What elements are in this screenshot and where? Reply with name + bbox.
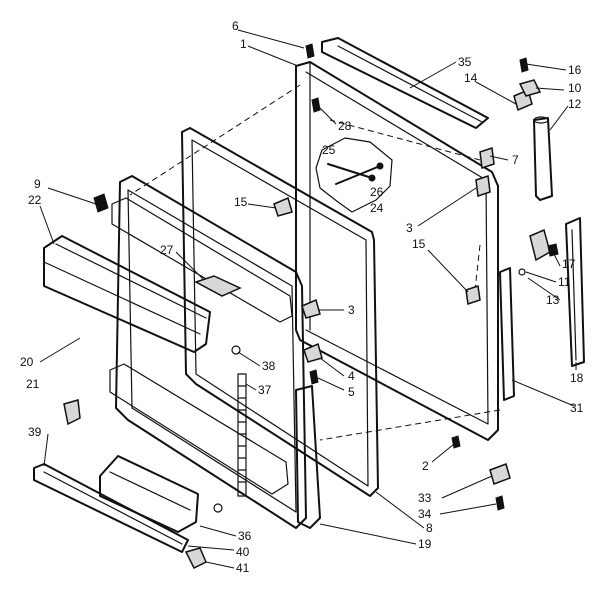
assembly-axis-lines	[129, 84, 501, 441]
callout-3a: 3	[406, 221, 413, 235]
callout-3b: 3	[348, 303, 355, 317]
callout-13: 13	[546, 293, 560, 307]
dairy-door	[194, 275, 242, 297]
insulation-cutaway	[315, 137, 393, 213]
callout-28: 28	[338, 119, 352, 133]
callout-40: 40	[236, 545, 250, 559]
door-bin	[99, 455, 199, 533]
callout-27: 27	[160, 243, 174, 257]
side-hinge	[475, 146, 495, 198]
vertical-trim-rod	[499, 267, 515, 401]
door-gasket	[181, 127, 379, 497]
callout-17: 17	[562, 257, 576, 271]
callout-20: 20	[20, 355, 34, 369]
callout-33: 33	[418, 491, 432, 505]
callout-37: 37	[258, 383, 272, 397]
shelf-retainer-rail	[33, 463, 189, 553]
callout-10: 10	[568, 81, 582, 95]
outer-door-panel	[295, 61, 499, 441]
callout-12: 12	[568, 97, 582, 111]
callout-5: 5	[348, 385, 355, 399]
callout-39: 39	[28, 425, 42, 439]
top-hinge	[513, 57, 542, 112]
callout-26: 26	[370, 185, 384, 199]
liner-edge-strip	[295, 385, 321, 529]
callout-16: 16	[568, 63, 582, 77]
callout-41: 41	[236, 561, 250, 575]
callout-18: 18	[570, 371, 584, 385]
callout-24: 24	[370, 201, 384, 215]
callout-15a: 15	[234, 195, 248, 209]
callout-21: 21	[26, 377, 40, 391]
door-shelf-front	[43, 235, 211, 353]
door-stop	[518, 228, 559, 276]
shelf-support-ladder	[237, 373, 247, 497]
callout-38: 38	[262, 359, 276, 373]
callout-6: 6	[232, 19, 239, 33]
callout-2: 2	[422, 459, 429, 473]
rail-end-cap	[184, 547, 207, 570]
callout-14: 14	[464, 71, 478, 85]
callout-36: 36	[238, 529, 252, 543]
callout-31: 31	[570, 401, 584, 415]
inner-door-liner	[109, 175, 307, 529]
side-trim-strip	[565, 217, 585, 367]
hardware-screws	[93, 43, 481, 513]
callout-4: 4	[348, 369, 355, 383]
door-handle	[533, 116, 553, 201]
callout-1: 1	[240, 37, 247, 51]
shelf-clip	[63, 399, 81, 426]
bottom-hinge	[489, 463, 511, 511]
callout-34: 34	[418, 507, 432, 521]
top-trim-strip	[321, 37, 489, 129]
callout-7: 7	[512, 153, 519, 167]
callout-9: 9	[34, 177, 41, 191]
callout-labels: 6 1 35 14 16 10 12 28 25 26 24 7 9 22 15…	[20, 19, 584, 575]
callout-35: 35	[458, 55, 472, 69]
callout-22: 22	[28, 193, 42, 207]
callout-25: 25	[322, 143, 336, 157]
callout-8: 8	[426, 521, 433, 535]
leader-lines	[39, 29, 577, 569]
callout-11: 11	[558, 275, 571, 289]
callout-19: 19	[418, 537, 432, 551]
callout-15b: 15	[412, 237, 426, 251]
